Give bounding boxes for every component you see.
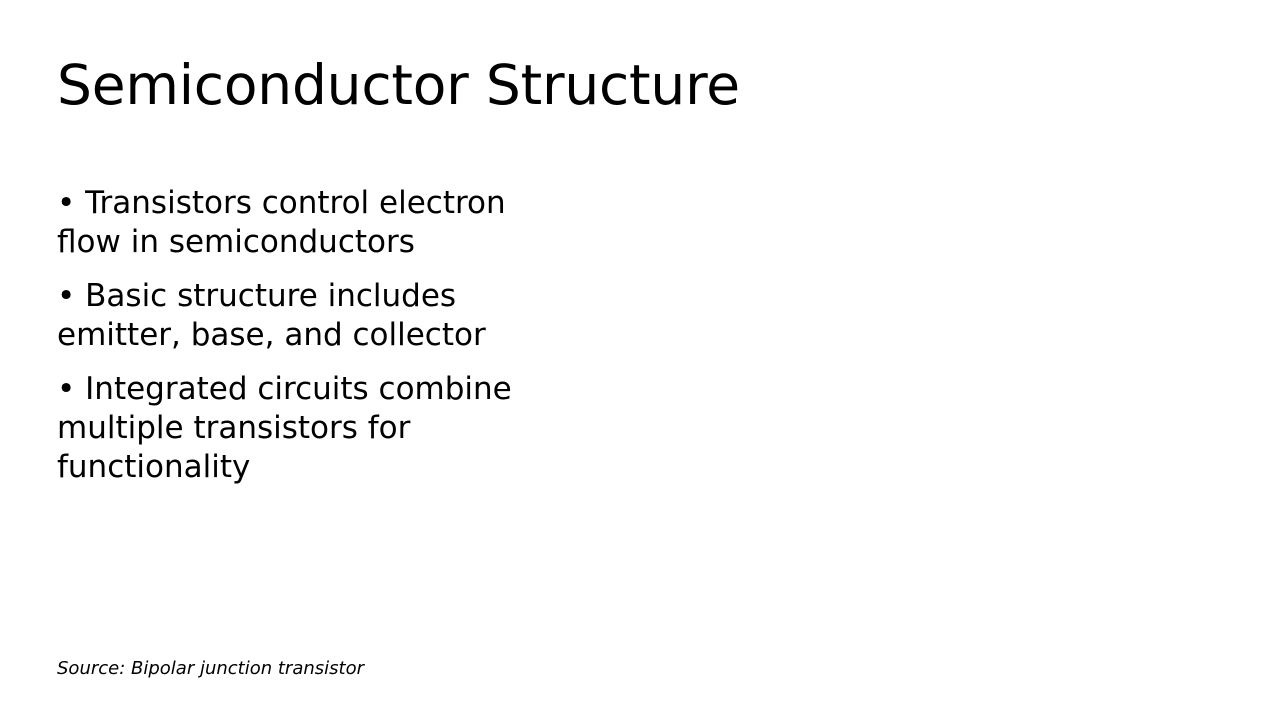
list-item-text: Transistors control electron flow in sem… [57, 185, 506, 260]
list-item: • Basic structure includes emitter, base… [57, 277, 572, 355]
list-item: • Integrated circuits combine multiple t… [57, 370, 572, 487]
bullet-marker-icon: • [57, 371, 76, 407]
bullet-marker-icon: • [57, 185, 76, 221]
source-attribution: Source: Bipolar junction transistor [57, 658, 364, 679]
list-item-text: Basic structure includes emitter, base, … [57, 278, 486, 353]
list-item-text: Integrated circuits combine multiple tra… [57, 371, 512, 485]
bullet-marker-icon: • [57, 278, 76, 314]
list-item: • Transistors control electron flow in s… [57, 184, 572, 262]
bullet-list: • Transistors control electron flow in s… [57, 184, 572, 487]
page-title: Semiconductor Structure [57, 53, 740, 117]
